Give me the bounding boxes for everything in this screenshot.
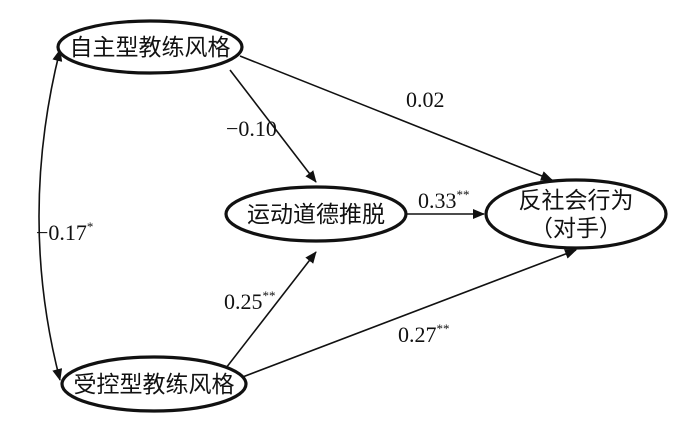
coef-control-to-disengagement: 0.25** xyxy=(224,288,276,314)
coef-autonomy-to-disengagement-value: −0.10 xyxy=(226,116,277,141)
node-control-label: 受控型教练风格 xyxy=(74,372,235,398)
node-antisocial: 反社会行为 （对手） xyxy=(484,178,668,250)
coef-control-to-disengagement-sig: ** xyxy=(263,288,276,303)
node-disengagement-label: 运动道德推脱 xyxy=(247,202,385,228)
coef-control-to-disengagement-value: 0.25 xyxy=(224,289,263,314)
coef-disengagement-to-antisocial: 0.33** xyxy=(418,187,470,213)
node-disengagement: 运动道德推脱 xyxy=(224,185,408,243)
coef-control-to-antisocial-value: 0.27 xyxy=(398,322,437,347)
node-autonomy: 自主型教练风格 xyxy=(56,19,244,75)
coef-autonomy-to-antisocial: 0.02 xyxy=(406,87,445,112)
coef-autonomy-control-correlation-value: −0.17 xyxy=(36,220,87,245)
arrow-autonomy-to-disengagement xyxy=(229,69,317,183)
coef-autonomy-to-disengagement: −0.10 xyxy=(226,116,277,141)
coef-control-to-antisocial-sig: ** xyxy=(437,321,450,336)
coef-control-to-antisocial: 0.27** xyxy=(398,321,450,347)
correlation-arc xyxy=(38,49,63,381)
arrow-autonomy-to-antisocial xyxy=(239,55,553,181)
coef-autonomy-control-correlation-sig: * xyxy=(87,219,94,234)
node-antisocial-label-line1: 反社会行为 xyxy=(519,188,634,214)
node-antisocial-label-line2: （对手） xyxy=(530,216,622,242)
coef-disengagement-to-antisocial-value: 0.33 xyxy=(418,188,457,213)
arrow-control-to-disengagement xyxy=(225,251,317,369)
coef-autonomy-to-antisocial-value: 0.02 xyxy=(406,87,445,112)
coef-disengagement-to-antisocial-sig: ** xyxy=(457,187,470,202)
node-autonomy-label: 自主型教练风格 xyxy=(70,35,231,61)
arrow-control-to-antisocial xyxy=(239,249,577,379)
node-control: 受控型教练风格 xyxy=(60,355,248,413)
coef-autonomy-control-correlation: −0.17* xyxy=(36,219,93,245)
